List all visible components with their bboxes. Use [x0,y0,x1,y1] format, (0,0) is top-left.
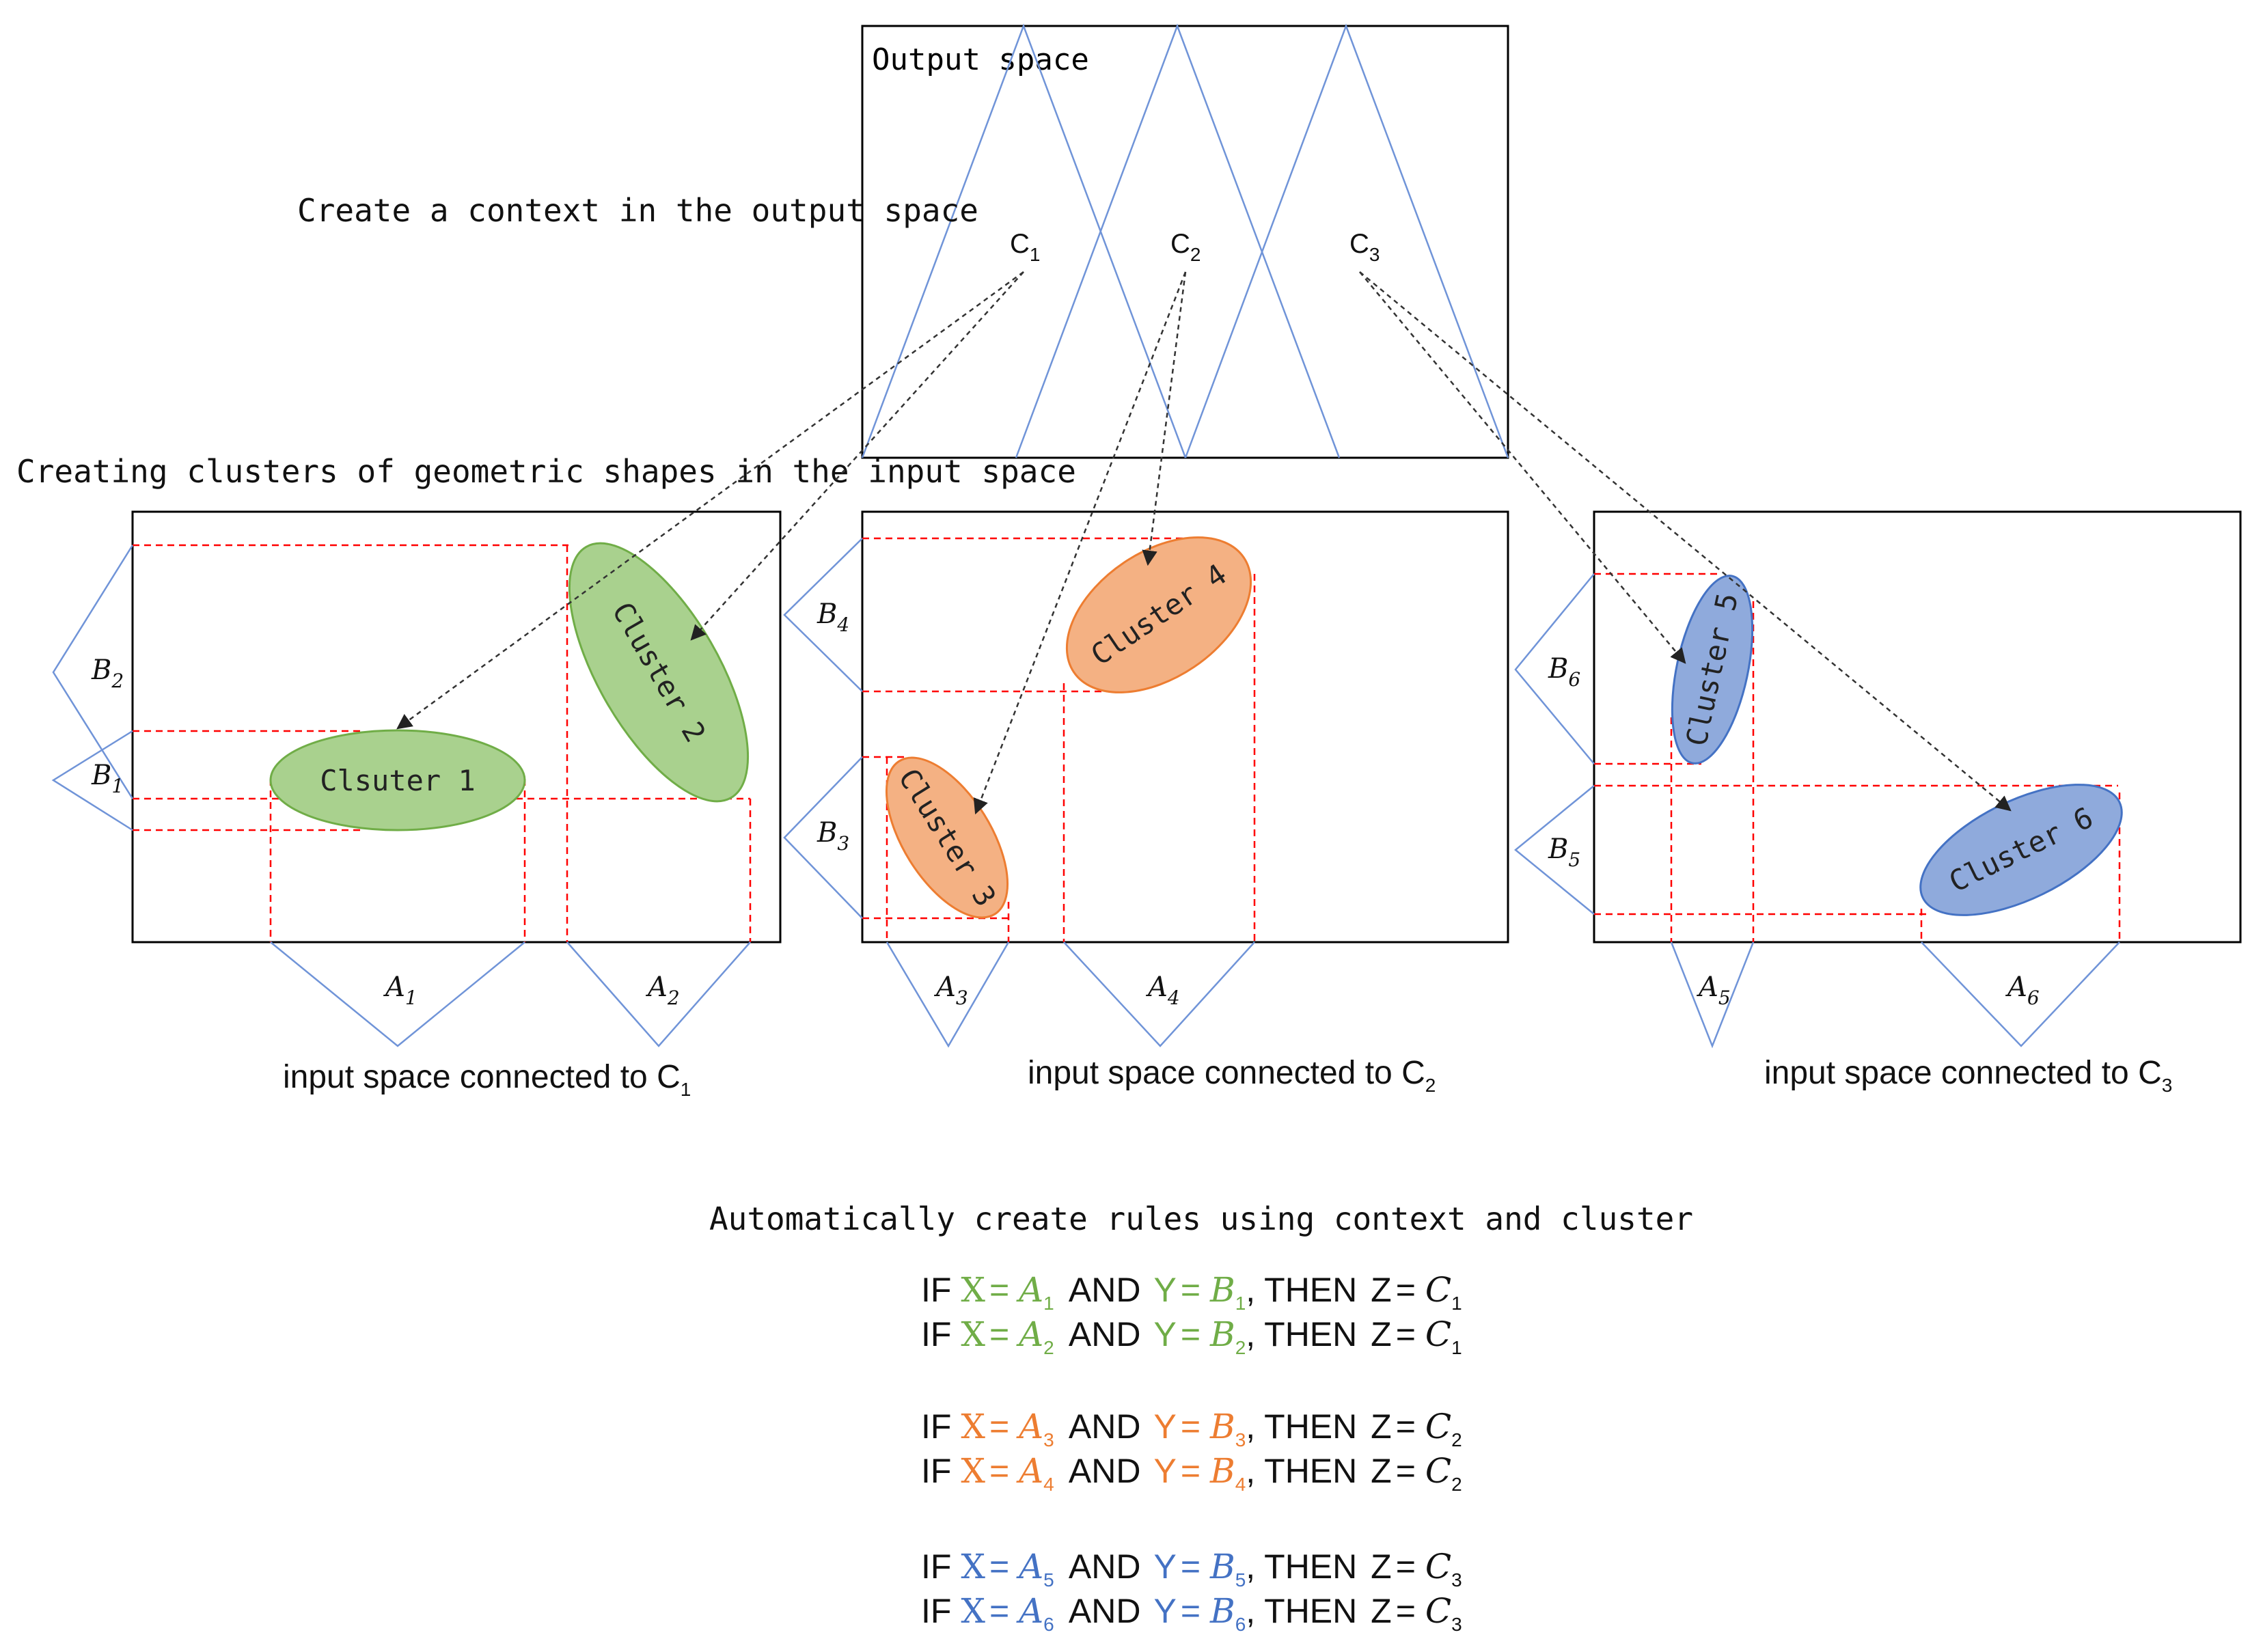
cluster-2-shape [568,542,750,803]
context-mf-c2 [1015,23,1341,458]
arrow-c3-cluster6 [1359,271,2012,812]
panel-2-frame [861,510,1509,944]
rule-1: IF X= A1 AND Y= B1, THEN Z= C1 [921,1270,1462,1317]
context-label-c1: C1 [1010,229,1040,265]
input-panel-2: A3 A4 B4 B3 Cluster 3 Cluster 4 input sp… [783,510,1509,1096]
label-b6: B6 [1548,653,1580,691]
mf-a2 [566,941,751,1047]
label-b2: B2 [91,655,124,692]
context-cluster-arrows [396,271,2012,815]
mf-b2 [52,545,134,799]
mf-b4 [783,538,863,692]
label-a2: A2 [645,972,680,1009]
arrow-c3-cluster5 [1359,271,1686,664]
label-a3: A3 [933,972,968,1009]
context-mf-c1 [861,23,1187,458]
rule-6: IF X= A6 AND Y= B6, THEN Z= C3 [921,1591,1462,1638]
label-a4: A4 [1145,972,1180,1009]
arrow-c2-cluster3 [973,271,1187,815]
arrow-c1-cluster1 [396,271,1024,730]
label-b5: B5 [1548,834,1580,871]
rule-5: IF X= A5 AND Y= B5, THEN Z= C3 [921,1547,1462,1594]
label-a5: A5 [1696,972,1731,1009]
input-panel-3: A5 A6 B6 B5 Cluster 5 Cluster 6 input sp… [1514,510,2242,1096]
output-space-title: Output space [872,42,1089,77]
mf-a1 [270,941,525,1047]
rule-2: IF X= A2 AND Y= B2, THEN Z= C1 [921,1314,1462,1362]
cluster-1-shape [269,729,526,831]
context-label-c3: C3 [1349,229,1380,265]
mf-b6 [1514,573,1595,765]
mf-a6 [1921,941,2120,1047]
mf-a5 [1670,941,1755,1049]
cluster-1-label: Clsuter 1 [320,764,476,797]
rule-4: IF X= A4 AND Y= B4, THEN Z= C2 [921,1451,1462,1498]
heading-output-context: Create a context in the output space [297,192,978,229]
panel-2-caption: input space connected to C2 [1028,1055,1436,1096]
label-b3: B3 [817,817,849,855]
heading-input-clusters: Creating clusters of geometric shapes in… [16,453,1076,490]
rule-3: IF X= A3 AND Y= B3, THEN Z= C2 [921,1407,1462,1454]
label-a6: A6 [2005,972,2040,1009]
context-mf-c3 [1184,23,1509,458]
mf-a4 [1063,941,1255,1047]
panel-3-caption: input space connected to C3 [1764,1055,2172,1096]
mf-b1 [51,730,133,831]
context-label-c2: C2 [1170,229,1201,265]
arrow-c2-cluster4 [1142,271,1187,566]
panel-1-frame [131,510,782,944]
mf-b3 [783,756,863,919]
label-b4: B4 [817,598,849,636]
rules-title: Automatically create rules using context… [709,1200,1693,1237]
label-a1: A1 [383,972,417,1009]
input-panel-1: A1 A2 B2 B1 Clsuter 1 Cluster 2 input sp… [51,510,782,1100]
arrow-c1-cluster2 [690,271,1024,641]
panel-1-caption: input space connected to C1 [283,1059,691,1100]
label-b1: B1 [91,760,124,797]
cluster-4-shape [1065,536,1252,693]
mf-a3 [886,941,1010,1048]
panel-3-frame [1593,510,2242,944]
mf-b5 [1514,785,1595,915]
rules-list: IF X= A1 AND Y= B1, THEN Z= C1 IF X= A2 … [921,1270,1462,1638]
output-space: Output space C1 C2 C3 [861,23,1509,459]
